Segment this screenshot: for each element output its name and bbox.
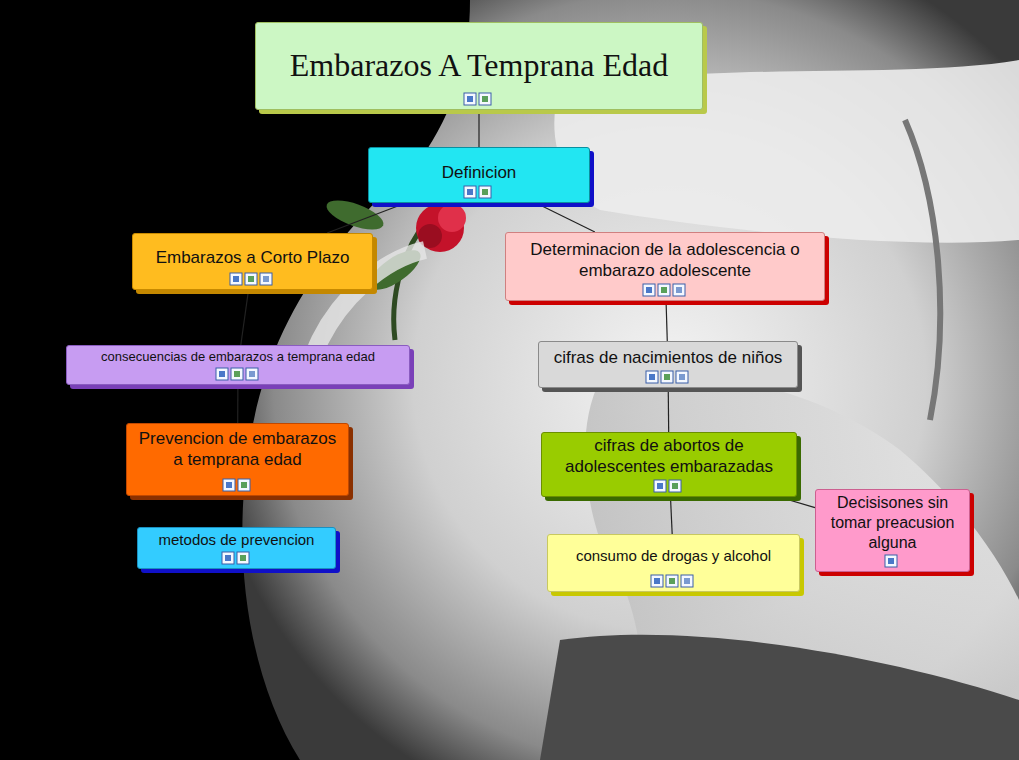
resource-icons xyxy=(221,551,253,565)
concept-label: Prevencion de embarazos a temprana edad xyxy=(133,428,342,471)
resource-icons xyxy=(653,479,685,493)
concept-box: consecuencias de embarazos a temprana ed… xyxy=(66,345,410,385)
concept-box: Determinacion de la adolescencia o embar… xyxy=(505,232,825,301)
concept-label: cifras de abortos de adolescentes embara… xyxy=(548,435,790,478)
concept-label: metodos de prevencion xyxy=(159,531,315,550)
concept-box: Embarazos a Corto Plazo xyxy=(132,233,373,290)
resource-icons xyxy=(463,92,495,106)
resource-icons xyxy=(642,283,689,297)
resource-icons xyxy=(645,370,692,384)
concept-label: cifras de nacimientos de niños xyxy=(554,347,783,368)
resource-icons xyxy=(884,554,901,568)
connector-line xyxy=(237,385,238,423)
root-concept-box: Embarazos A Temprana Edad xyxy=(255,22,703,110)
concept-box: Definicion xyxy=(368,147,590,203)
concept-label: Embarazos A Temprana Edad xyxy=(290,45,668,85)
connector-line xyxy=(668,388,670,432)
concept-box: cifras de abortos de adolescentes embara… xyxy=(541,432,797,497)
connector-line xyxy=(478,110,479,147)
concept-label: Decisisones sin tomar preacusion alguna xyxy=(822,493,963,553)
connector-line xyxy=(241,290,249,345)
resource-icons xyxy=(650,574,697,588)
concept-label: Embarazos a Corto Plazo xyxy=(156,247,350,268)
connector-line xyxy=(779,497,815,508)
resource-icons xyxy=(222,478,254,492)
connector-line xyxy=(670,497,672,534)
concept-box: consumo de drogas y alcohol xyxy=(547,534,800,592)
concept-box: Decisisones sin tomar preacusion alguna xyxy=(815,489,970,572)
connector-line xyxy=(666,301,667,341)
resource-icons xyxy=(229,272,276,286)
concept-box: cifras de nacimientos de niños xyxy=(538,341,798,388)
concept-box: Prevencion de embarazos a temprana edad xyxy=(126,423,349,496)
connector-line xyxy=(327,203,406,233)
resource-icons xyxy=(215,367,262,381)
connector-line xyxy=(536,203,595,232)
concept-box: metodos de prevencion xyxy=(137,527,336,569)
resource-icons xyxy=(463,185,495,199)
concept-label: Definicion xyxy=(442,162,517,183)
concept-label: Determinacion de la adolescencia o embar… xyxy=(512,239,818,282)
concept-label: consumo de drogas y alcohol xyxy=(576,547,771,566)
concept-label: consecuencias de embarazos a temprana ed… xyxy=(101,349,375,365)
